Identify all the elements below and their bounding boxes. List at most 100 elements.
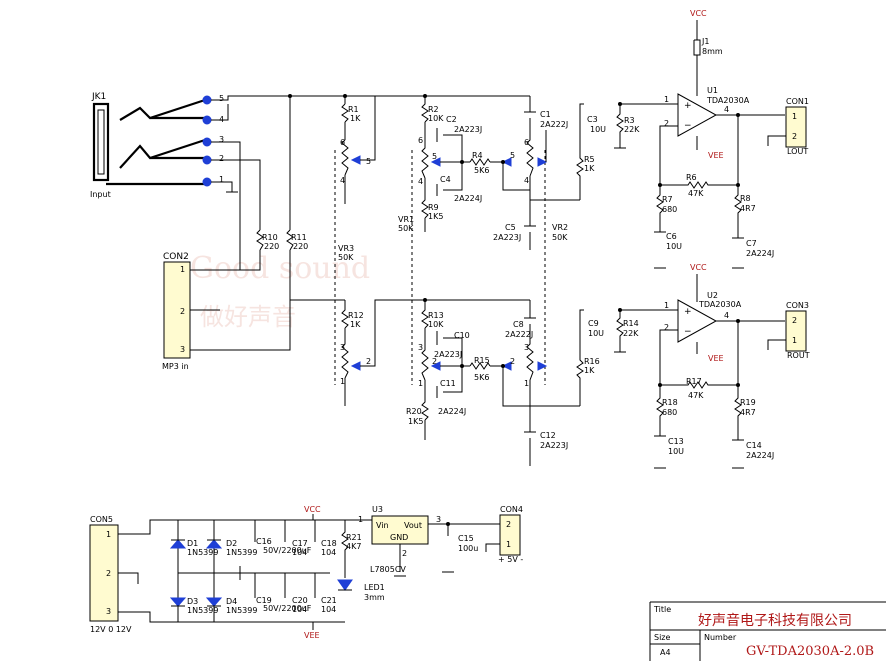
c10-ref: C10 [454, 331, 470, 340]
watermark: Good sound 做好声音 [190, 251, 370, 331]
c11-value: 2A224J [438, 407, 466, 416]
c17-ref: C17 [292, 539, 308, 548]
c9-ref: C9 [588, 319, 599, 328]
d1-ref: D1 [187, 539, 198, 548]
u2-pin4: 4 [724, 311, 729, 320]
u3-vin: Vin [376, 521, 389, 530]
vr3-pin-3: 3 [340, 343, 345, 352]
left-feed: R5 1K C3 10U R3 22K [530, 102, 678, 201]
c14-ref: C14 [746, 441, 762, 450]
size-label: Size [654, 633, 671, 642]
resistor-r16 [576, 326, 584, 406]
input-jack: JK1 5 4 3 2 1 Input [90, 92, 224, 199]
con3-name: ROUT [787, 351, 810, 360]
c21-ref: C21 [321, 596, 337, 605]
r21-value: 4K7 [346, 542, 361, 551]
d2-value: 1N5399 [226, 548, 257, 557]
u2-pin2: 2 [664, 323, 669, 332]
con3-pin-2: 2 [792, 316, 797, 325]
c1-ref: C1 [540, 110, 551, 119]
resistor-r10: R10 220 [256, 229, 279, 251]
c6-ref: C6 [666, 232, 677, 241]
u1-part: TDA2030A [706, 96, 750, 105]
r4-ref: R4 [472, 151, 483, 160]
con5-pin-2: 2 [106, 569, 111, 578]
resistor-r18 [656, 385, 664, 436]
c7-value: 2A224J [746, 249, 774, 258]
con2-name: MP3 in [162, 362, 189, 371]
vr3-pin-5: 5 [366, 157, 371, 166]
c21-value: 104 [321, 605, 336, 614]
resistor-r2 [421, 96, 429, 123]
c7-ref: C7 [746, 239, 757, 248]
resistor-r6 [660, 181, 738, 189]
con2-ref: CON2 [163, 252, 189, 262]
size-value: A4 [660, 648, 671, 657]
vr2-upper-track [526, 118, 534, 177]
r18-value: 680 [662, 408, 677, 417]
resistor-r11: R11 220 [286, 229, 308, 251]
diode-d3 [169, 597, 187, 607]
r15-ref: R15 [474, 356, 490, 365]
vr3-pin-4: 4 [340, 176, 345, 185]
d4-value: 1N5399 [226, 606, 257, 615]
vr3-pin-2: 2 [366, 357, 371, 366]
u1-ref: U1 [707, 86, 718, 95]
jack-pin-label-1: 1 [219, 175, 224, 184]
vr2-lower-track [526, 324, 534, 381]
con4-caption: + 5V - [498, 555, 523, 564]
r8-value: 4R7 [740, 204, 756, 213]
jack-contact-right [119, 138, 206, 169]
vr1-ref: VR1 [398, 215, 414, 224]
c3-value: 10U [590, 125, 606, 134]
r9-value: 1K5 [428, 212, 443, 221]
r3-ref: R3 [624, 116, 635, 125]
u2-part: TDA2030A [698, 300, 742, 309]
r7-value: 680 [662, 205, 677, 214]
vr3-pin-1: 1 [340, 377, 345, 386]
vr1-pin-3: 3 [418, 343, 423, 352]
c8-value: 2A222J [505, 330, 533, 339]
vr1-value: 50K [398, 224, 414, 233]
con1-pin-1: 1 [792, 112, 797, 121]
psu-vee: VEE [304, 631, 320, 640]
resistor-r1 [341, 103, 349, 123]
resistor-r12 [341, 300, 349, 329]
r1-ref: R1 [348, 105, 359, 114]
resistor-r7 [656, 185, 664, 232]
jack-wiring [188, 94, 375, 351]
u1-minus: − [684, 121, 692, 131]
con2-pin-3: 3 [180, 345, 185, 354]
vr2-pin-5: 5 [510, 151, 515, 160]
u3-ref: U3 [372, 505, 383, 514]
connector-con2: CON2 1 2 3 MP3 in [162, 252, 220, 371]
r5-ref: R5 [584, 155, 595, 164]
r17-value: 47K [688, 391, 704, 400]
c20-ref: C20 [292, 596, 308, 605]
connector-con5: CON5 1 2 3 12V 0 12V [89, 515, 178, 634]
c4-value: 2A224J [454, 194, 482, 203]
con3-ref: CON3 [786, 301, 809, 310]
number-value: GV-TDA2030A-2.0B [746, 644, 874, 659]
jack-pin-1 [202, 177, 212, 187]
vr2-right: C8 2A222J 3 1 C12 2A223J [505, 300, 568, 466]
vr2-pin-1: 1 [524, 379, 529, 388]
c2-ref: C2 [446, 115, 457, 124]
r14-ref: R14 [623, 319, 639, 328]
con5-pin-3: 3 [106, 607, 111, 616]
resistor-r3 [616, 104, 624, 148]
vr2-pin-4: 4 [524, 176, 529, 185]
r2-value: 10K [428, 114, 444, 123]
resistor-r15 [469, 362, 491, 370]
c13-value: 10U [668, 447, 684, 456]
r6-ref: R6 [686, 173, 697, 182]
led-branch: R21 4K7 LED1 3mm [337, 519, 385, 602]
r21-ref: R21 [346, 533, 362, 542]
jack-pins [202, 95, 212, 187]
r16-ref: R16 [584, 357, 600, 366]
vr2-pin-2: 2 [510, 357, 515, 366]
con5-caption: 12V 0 12V [90, 625, 132, 634]
u1-pin2: 2 [664, 119, 669, 128]
title-block: Title 好声音电子科技有限公司 Size A4 Number GV-TDA2… [649, 601, 886, 661]
r12-value: 1K [350, 320, 361, 329]
